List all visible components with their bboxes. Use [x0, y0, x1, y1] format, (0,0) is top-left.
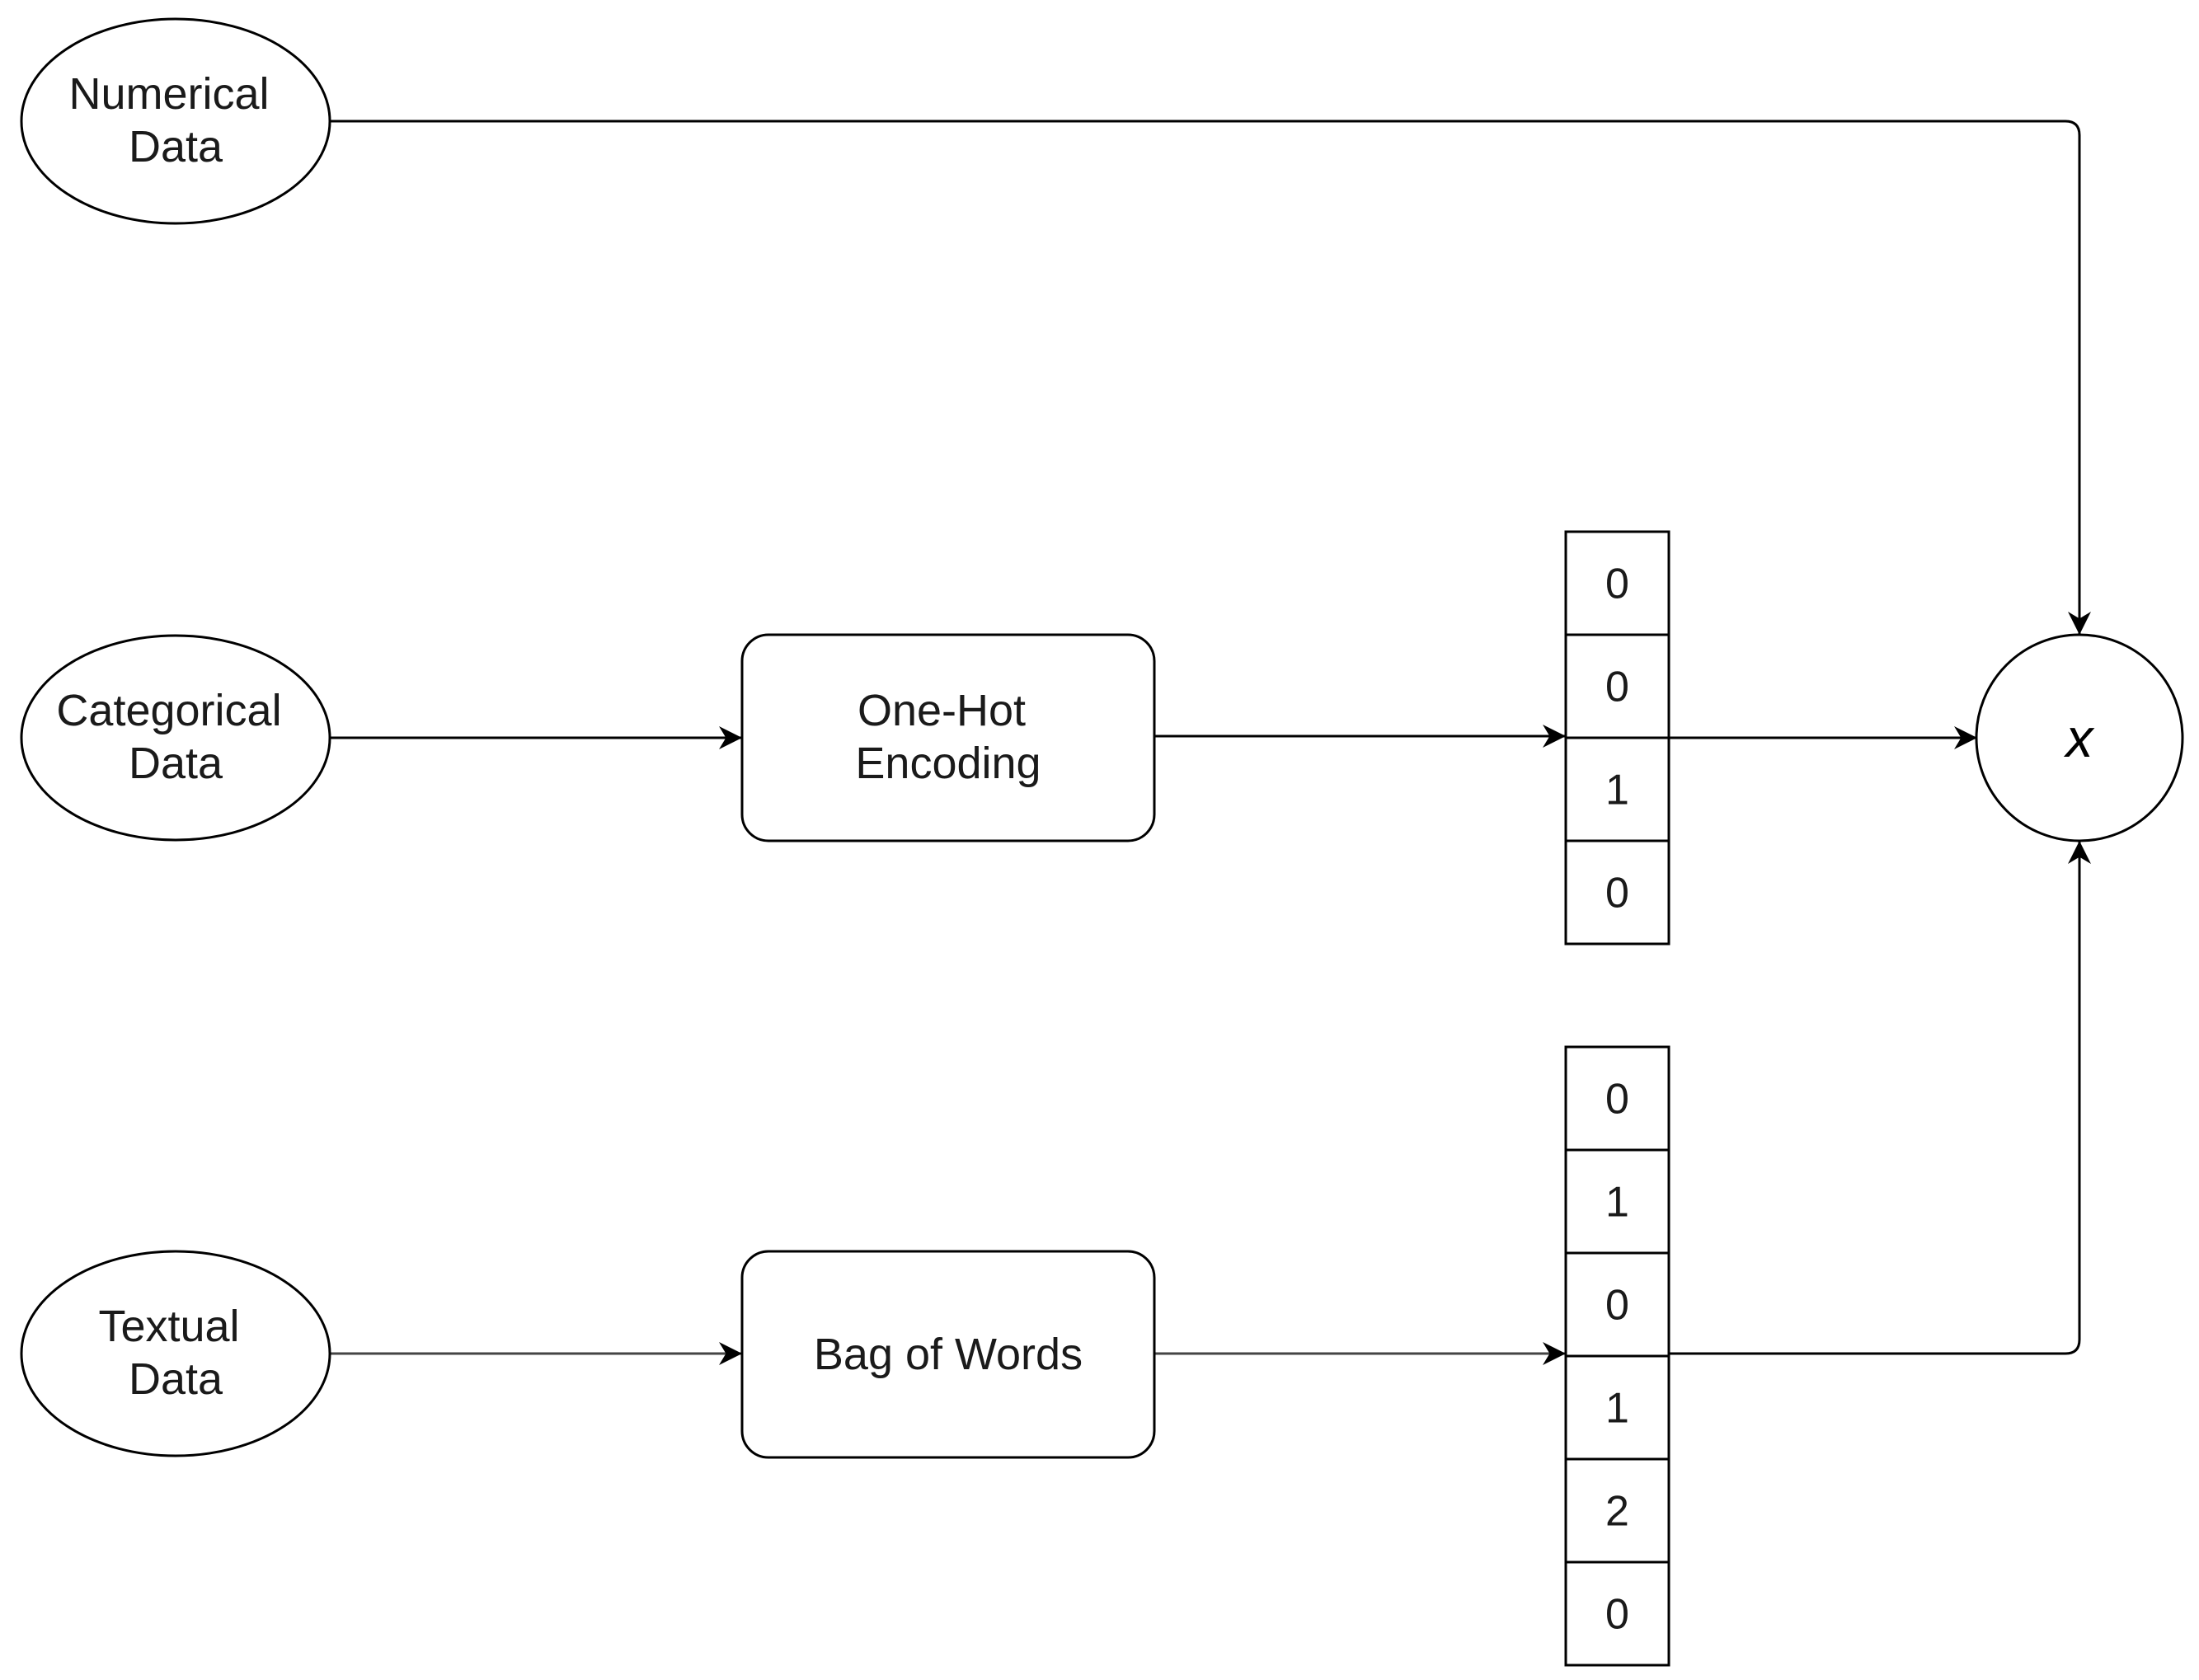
input-textual-line2: Data [129, 1354, 223, 1404]
input-categorical-line2: Data [129, 739, 223, 788]
vector-cell [1564, 839, 1670, 946]
vector-cell-value: 2 [1605, 1488, 1629, 1536]
input-numerical-line1: Numerical [68, 69, 269, 119]
vector-one-hot: 0 0 1 0 [1564, 530, 1670, 946]
process-one-hot-line2: Encoding [855, 739, 1041, 788]
output-node: x [1975, 633, 2184, 842]
edge-numerical-to-output [330, 120, 2091, 635]
vector-cell [1564, 1560, 1670, 1667]
vector-cell [1564, 1251, 1670, 1358]
process-one-hot-encoding: One-Hot Encoding [740, 633, 1156, 842]
process-bag-of-words-label: Bag of Words [814, 1330, 1083, 1379]
vector-cell [1564, 1045, 1670, 1152]
vector-cell-value: 0 [1605, 561, 1629, 608]
vector-cell [1564, 736, 1670, 842]
output-label: x [2064, 707, 2095, 768]
input-numerical-line2: Data [129, 122, 223, 171]
edge-bag-vector-to-output [1669, 841, 2091, 1355]
input-numerical-data: Numerical Data [20, 17, 331, 225]
vector-bag-of-words: 0 1 0 1 2 0 [1564, 1045, 1670, 1667]
process-one-hot-line1: One-Hot [858, 686, 1026, 735]
vector-cell-value: 0 [1605, 1591, 1629, 1639]
vector-cell-value: 0 [1605, 1282, 1629, 1330]
input-textual-line1: Textual [98, 1302, 239, 1351]
vector-cell-value: 1 [1605, 1385, 1629, 1433]
input-textual-data: Textual Data [20, 1250, 331, 1457]
process-bag-of-words: Bag of Words [740, 1250, 1156, 1459]
vector-cell-value: 0 [1605, 664, 1629, 711]
vector-cell-value: 0 [1605, 1076, 1629, 1124]
input-categorical-line1: Categorical [56, 686, 281, 735]
vector-cell-value: 0 [1605, 870, 1629, 917]
vector-cell-value: 1 [1605, 1179, 1629, 1227]
vector-cell [1564, 530, 1670, 636]
input-categorical-data: Categorical Data [20, 634, 331, 842]
vector-cell [1564, 1148, 1670, 1255]
vector-cell-value: 1 [1605, 767, 1629, 814]
vector-cell [1564, 1354, 1670, 1461]
